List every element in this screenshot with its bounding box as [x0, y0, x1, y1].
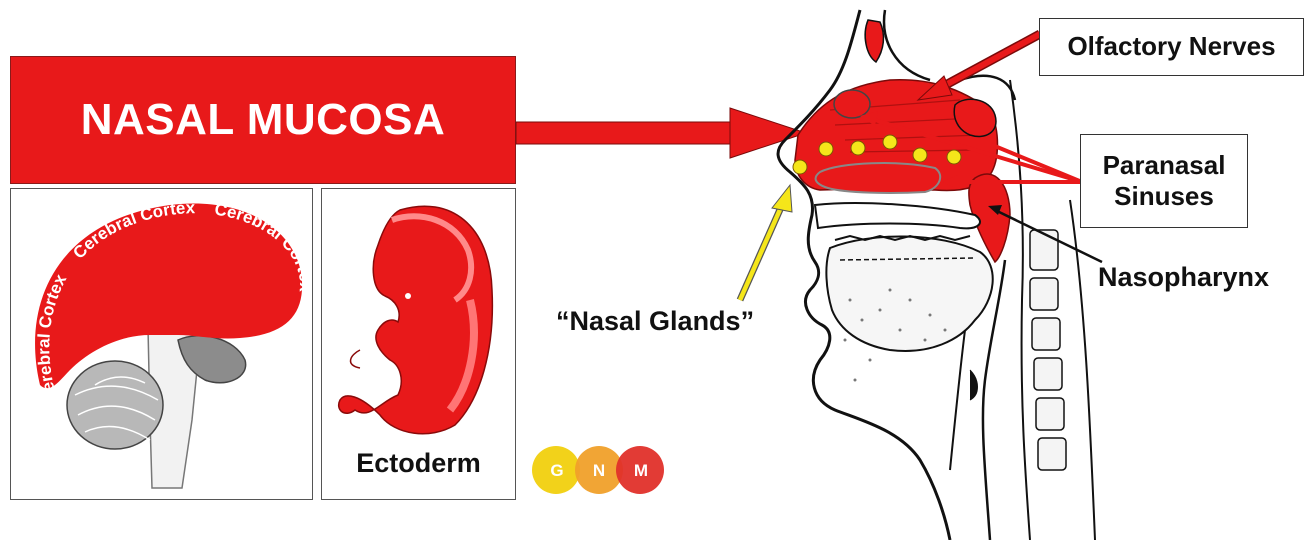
- cerebellum-shape: [67, 361, 163, 449]
- embryo-illustration: [339, 206, 493, 434]
- nasal-glands-label: “Nasal Glands”: [556, 306, 754, 337]
- main-arrow: [516, 108, 806, 158]
- logo-letter-n: N: [593, 461, 605, 480]
- spine-vertebrae: [1030, 230, 1066, 470]
- ectoderm-label: Ectoderm: [321, 448, 516, 479]
- nasopharynx-label: Nasopharynx: [1098, 262, 1269, 293]
- olfactory-arrow: [918, 34, 1040, 100]
- olfactory-nerves-label: Olfactory Nerves: [1067, 31, 1275, 62]
- logo-letter-g: G: [550, 461, 563, 480]
- gnm-logo: G N M: [532, 446, 664, 494]
- brain-illustration: Cerebral Cortex Cerebral Cortex Cerebral…: [34, 198, 315, 488]
- paranasal-sinuses-callout: Paranasal Sinuses: [1080, 134, 1248, 228]
- logo-letter-m: M: [634, 461, 648, 480]
- embryo-body: [339, 206, 493, 434]
- paranasal-line1: Paranasal: [1103, 150, 1226, 181]
- olfactory-nerves-callout: Olfactory Nerves: [1039, 18, 1304, 76]
- nasal-glands-arrow: [740, 185, 792, 300]
- paranasal-line2: Sinuses: [1103, 181, 1226, 212]
